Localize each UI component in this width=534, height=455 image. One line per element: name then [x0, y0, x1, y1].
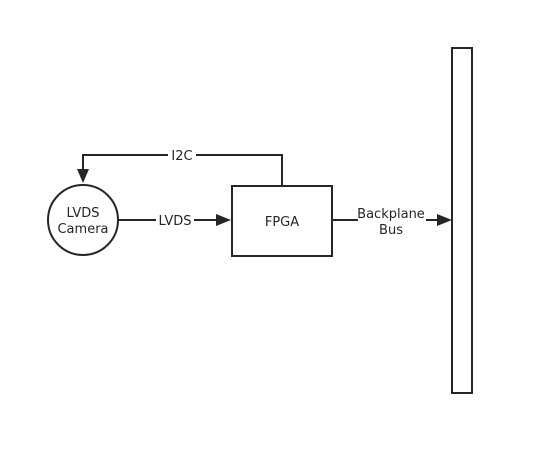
- edge-lvds: LVDS: [118, 212, 231, 229]
- node-lvds-camera-label-line1: LVDS: [67, 206, 100, 221]
- edge-backplane-arrowhead: [437, 214, 452, 226]
- node-backplane-bus: [451, 47, 473, 394]
- node-lvds-camera: LVDS Camera: [47, 184, 119, 256]
- node-fpga-label: FPGA: [265, 215, 299, 230]
- edge-lvds-label-bg: [156, 212, 194, 228]
- edge-i2c-label-bg: [168, 147, 196, 163]
- node-lvds-camera-label-line2: Camera: [57, 222, 108, 237]
- edge-i2c-arrowhead: [77, 169, 89, 183]
- edge-backplane-label-line1: Backplane: [357, 207, 425, 222]
- node-backplane-bus-shape: [451, 47, 473, 394]
- node-fpga: FPGA: [231, 185, 333, 257]
- edge-backplane-label-bg: [358, 206, 426, 238]
- edge-i2c: I2C: [77, 147, 283, 185]
- edge-i2c-label: I2C: [171, 149, 192, 164]
- edge-lvds-arrowhead: [216, 214, 231, 226]
- node-fpga-shape: [231, 185, 333, 257]
- edge-lvds-label: LVDS: [159, 214, 192, 229]
- node-lvds-camera-shape: [47, 184, 119, 256]
- edge-backplane-label-line2: Bus: [379, 223, 403, 238]
- edge-backplane: Backplane Bus: [332, 206, 452, 238]
